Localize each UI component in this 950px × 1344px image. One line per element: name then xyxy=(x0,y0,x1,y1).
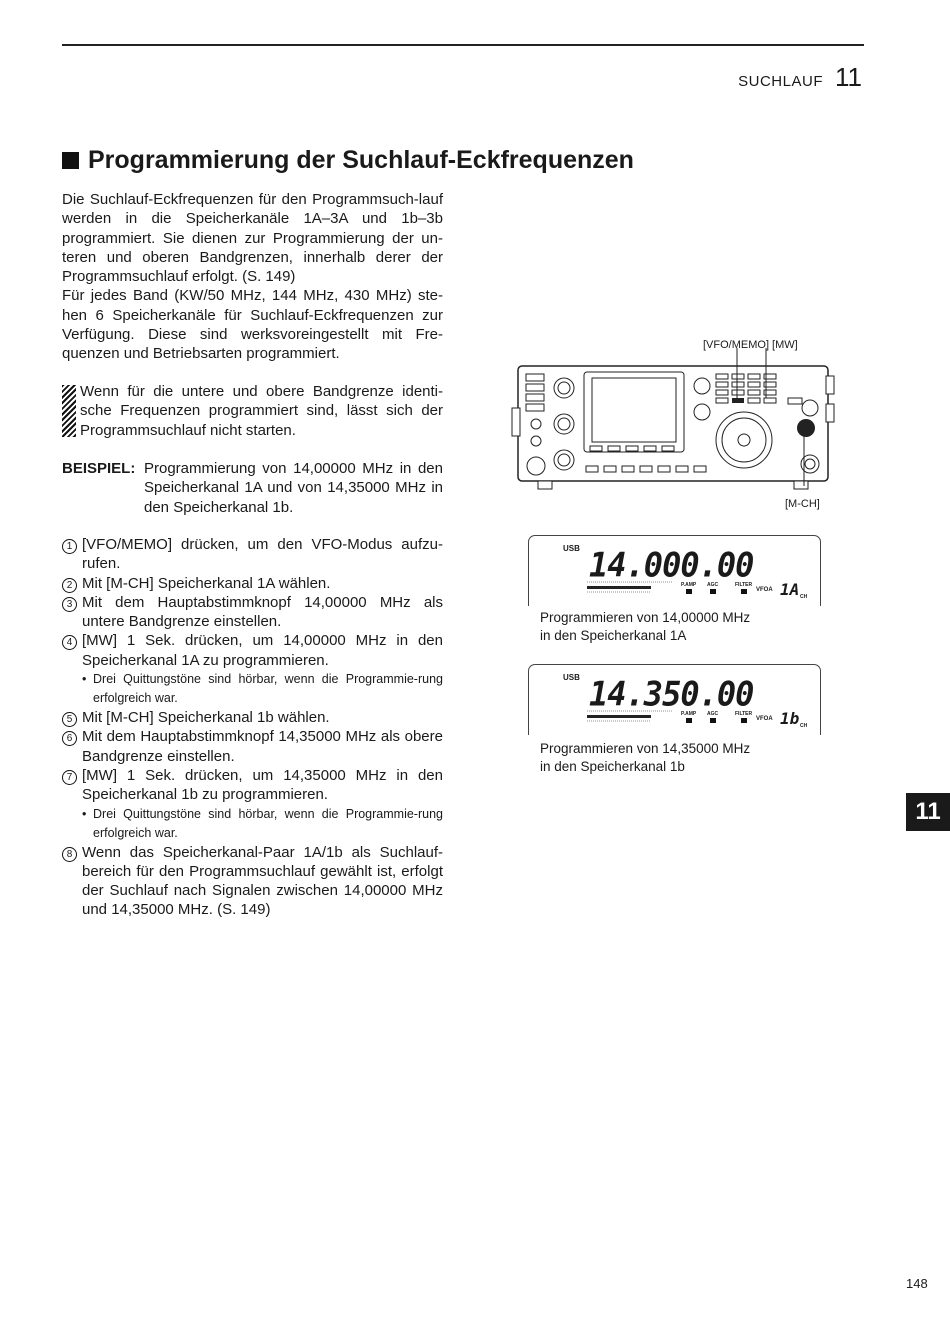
intro-text: Die Suchlauf-Eckfrequenzen für den Progr… xyxy=(62,190,443,364)
lcd-vfo: VFOA xyxy=(756,587,773,593)
list-item: 7 [MW] 1 Sek. drücken, um 14,35000 MHz in… xyxy=(62,766,443,805)
step-text: [MW] 1 Sek. drücken, um 14,00000 MHz in … xyxy=(82,632,443,669)
s-meter-scale xyxy=(587,710,673,722)
caption-line: in den Speicherkanal 1b xyxy=(540,759,685,774)
step-text: Mit [M-CH] Speicherkanal 1A wählen. xyxy=(82,574,331,592)
example-label: BEISPIEL: xyxy=(62,460,136,477)
page-number: 148 xyxy=(906,1276,928,1291)
list-item: 3 Mit dem Hauptabstimmknopf 14,00000 MHz … xyxy=(62,593,443,632)
filter-indicator: FILTER xyxy=(735,711,752,723)
step-number: 4 xyxy=(62,635,77,651)
lcd-frequency: 14.350.00 xyxy=(589,674,754,714)
pamp-label: P.AMP xyxy=(681,582,697,588)
step-number: 2 xyxy=(62,577,77,593)
chapter-tab: 11 xyxy=(906,793,950,831)
lcd-ch-label: CH xyxy=(800,723,808,729)
section-title: SUCHLAUF xyxy=(738,73,823,90)
s-meter-scale xyxy=(587,581,673,593)
sub-bullet-text: Drei Quittungstöne sind hörbar, wenn die… xyxy=(93,806,443,840)
note-hatch-icon xyxy=(62,385,76,437)
lcd-caption-1: Programmieren von 14,00000 MHz in den Sp… xyxy=(540,609,750,645)
note-block: Wenn für die untere und obere Bandgrenze… xyxy=(62,382,443,440)
filter-label: FILTER xyxy=(735,711,753,717)
pamp-indicator: P.AMP xyxy=(681,711,696,723)
caption-line: Programmieren von 14,35000 MHz xyxy=(540,741,751,756)
radio-label-mch: [M-CH] xyxy=(785,498,820,510)
step-text: Mit dem Hauptabstimmknopf 14,00000 MHz a… xyxy=(82,593,443,631)
list-item: 8 Wenn das Speicherkanal-Paar 1A/1b als S… xyxy=(62,843,443,920)
step-list: 1 [VFO/MEMO] drücken, um den VFO-Modus au… xyxy=(62,535,443,920)
running-header: SUCHLAUF 11 xyxy=(738,62,862,93)
sub-bullet-text: Drei Quittungstöne sind hörbar, wenn die… xyxy=(93,672,443,706)
page-title-text: Programmierung der Suchlauf-Eckfrequenze… xyxy=(88,146,634,174)
page-title: Programmierung der Suchlauf-Eckfrequenze… xyxy=(62,146,634,175)
step-text: Wenn das Speicherkanal-Paar 1A/1b als Su… xyxy=(82,843,443,919)
filter-label: FILTER xyxy=(735,582,753,588)
caption-line: Programmieren von 14,00000 MHz xyxy=(540,610,751,625)
square-bullet-icon xyxy=(62,152,79,169)
example-block: BEISPIEL: Programmierung von 14,00000 MH… xyxy=(62,459,443,517)
agc-indicator: AGC xyxy=(707,711,718,723)
agc-label: AGC xyxy=(707,711,719,717)
step-number: 8 xyxy=(62,846,77,862)
step-number: 7 xyxy=(62,769,77,785)
lcd-display-2: USB 14.350.00 P.AMP AGC FILTER VFOA 1b C… xyxy=(528,664,821,735)
intro-paragraph: Für jedes Band (KW/50 MHz, 144 MHz, 430 … xyxy=(62,287,443,363)
step-number: 5 xyxy=(62,712,77,728)
list-item: 2 Mit [M-CH] Speicherkanal 1A wählen. xyxy=(62,574,443,593)
pamp-label: P.AMP xyxy=(681,711,697,717)
filter-indicator: FILTER xyxy=(735,582,752,594)
transceiver-front-panel-illustration xyxy=(511,348,835,490)
lcd-display-1: USB 14.000.00 P.AMP AGC FILTER VFOA 1A C… xyxy=(528,535,821,606)
list-item: 4 [MW] 1 Sek. drücken, um 14,00000 MHz in… xyxy=(62,631,443,670)
lcd-mode: USB xyxy=(563,673,580,682)
lcd-caption-2: Programmieren von 14,35000 MHz in den Sp… xyxy=(540,740,750,776)
step-text: [MW] 1 Sek. drücken, um 14,35000 MHz in … xyxy=(82,766,443,804)
caption-line: in den Speicherkanal 1A xyxy=(540,628,687,643)
chapter-number: 11 xyxy=(835,62,862,92)
radio-label-vfo-mw: [VFO/MEMO] [MW] xyxy=(703,339,798,351)
lcd-frequency: 14.000.00 xyxy=(589,545,754,585)
lcd-ch-label: CH xyxy=(800,594,808,600)
header-rule xyxy=(62,44,864,46)
list-item: 1 [VFO/MEMO] drücken, um den VFO-Modus au… xyxy=(62,535,443,574)
intro-paragraph: Die Suchlauf-Eckfrequenzen für den Progr… xyxy=(62,191,443,286)
lcd-vfo: VFOA xyxy=(756,716,773,722)
step-text: [VFO/MEMO] drücken, um den VFO-Modus auf… xyxy=(82,536,443,573)
example-text: Programmierung von 14,00000 MHz in den S… xyxy=(144,460,443,516)
lcd-channel: 1A xyxy=(780,580,800,599)
step-text: Mit [M-CH] Speicherkanal 1b wählen. xyxy=(82,709,330,727)
lcd-mode: USB xyxy=(563,544,580,553)
list-item: 6 Mit dem Hauptabstimmknopf 14,35000 MHz … xyxy=(62,727,443,766)
step-text: Mit dem Hauptabstimmknopf 14,35000 MHz a… xyxy=(82,728,443,765)
note-text: Wenn für die untere und obere Bandgrenze… xyxy=(80,383,443,439)
step-number: 6 xyxy=(62,731,77,747)
step-number: 1 xyxy=(62,539,77,554)
step-number: 3 xyxy=(62,596,77,612)
sub-bullet: •Drei Quittungstöne sind hörbar, wenn di… xyxy=(82,670,443,708)
list-item: 5 Mit [M-CH] Speicherkanal 1b wählen. xyxy=(62,708,443,728)
lcd-channel: 1b xyxy=(780,709,800,728)
sub-bullet: •Drei Quittungstöne sind hörbar, wenn di… xyxy=(82,805,443,843)
agc-label: AGC xyxy=(707,582,719,588)
pamp-indicator: P.AMP xyxy=(681,582,696,594)
agc-indicator: AGC xyxy=(707,582,718,594)
